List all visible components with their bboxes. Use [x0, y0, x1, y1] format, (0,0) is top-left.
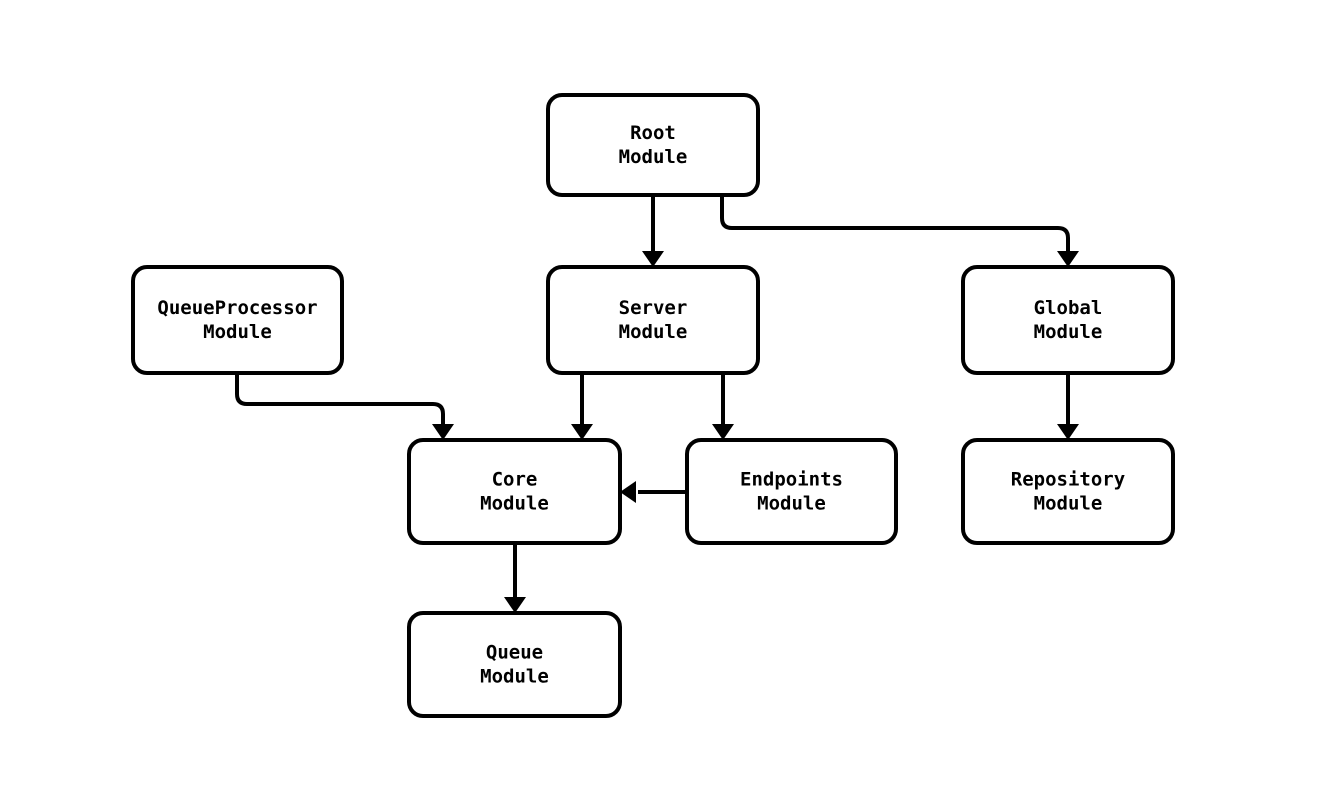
repository-module-node-label-line1: Repository [1011, 468, 1125, 490]
queueprocessor-module-node-label-line1: QueueProcessor [157, 297, 317, 319]
edge-queueprocessor-to-core-line [235, 373, 445, 424]
edge-root-to-server-arrowhead-icon [642, 251, 664, 267]
edge-core-to-queue [504, 543, 526, 613]
edge-global-to-repository [1057, 373, 1079, 440]
endpoints-module-node-label-line1: Endpoints [740, 468, 843, 490]
endpoints-module-node-label-line2: Module [757, 492, 826, 514]
edge-root-to-global [720, 195, 1079, 267]
server-module-node-label-line2: Module [619, 320, 688, 342]
edge-server-to-endpoints-arrowhead-icon [712, 424, 734, 440]
repository-module-node-label-line2: Module [1034, 492, 1103, 514]
edge-root-to-global-line [720, 195, 1070, 251]
queueprocessor-module-node-label-line2: Module [203, 320, 272, 342]
server-module-node-box[interactable] [546, 265, 760, 375]
edge-server-to-core-arrowhead-icon [571, 424, 593, 440]
edge-global-to-repository-arrowhead-icon [1057, 424, 1079, 440]
edge-core-to-queue-arrowhead-icon [504, 597, 526, 613]
core-module-node-box[interactable] [407, 438, 622, 545]
root-module-node-label-line1: Root [630, 122, 676, 144]
endpoints-module-node-box[interactable] [685, 438, 898, 545]
repository-module-node-box[interactable] [961, 438, 1175, 545]
queue-module-node-label-line2: Module [480, 665, 549, 687]
edge-server-to-endpoints [712, 373, 734, 440]
queueprocessor-module-node-box[interactable] [131, 265, 344, 375]
edge-root-to-global-arrowhead-icon [1057, 251, 1079, 267]
edges-layer [235, 195, 1079, 613]
edge-root-to-server [642, 195, 664, 267]
root-module-node-label-line2: Module [619, 145, 688, 167]
edge-endpoints-to-core-arrowhead-icon [620, 481, 636, 503]
edge-queueprocessor-to-core [235, 373, 454, 440]
core-module-node-label-line1: Core [492, 468, 538, 490]
global-module-node-label-line2: Module [1034, 320, 1103, 342]
root-module-node-box[interactable] [546, 93, 760, 197]
global-module-node-label-line1: Global [1034, 297, 1103, 319]
global-module-node-box[interactable] [961, 265, 1175, 375]
core-module-node-label-line2: Module [480, 492, 549, 514]
queue-module-node-label-line1: Queue [486, 641, 543, 663]
server-module-node-label-line1: Server [619, 297, 688, 319]
edge-endpoints-to-core [620, 481, 687, 503]
edge-queueprocessor-to-core-arrowhead-icon [432, 424, 454, 440]
edge-server-to-core [571, 373, 593, 440]
queue-module-node-box[interactable] [407, 611, 622, 718]
